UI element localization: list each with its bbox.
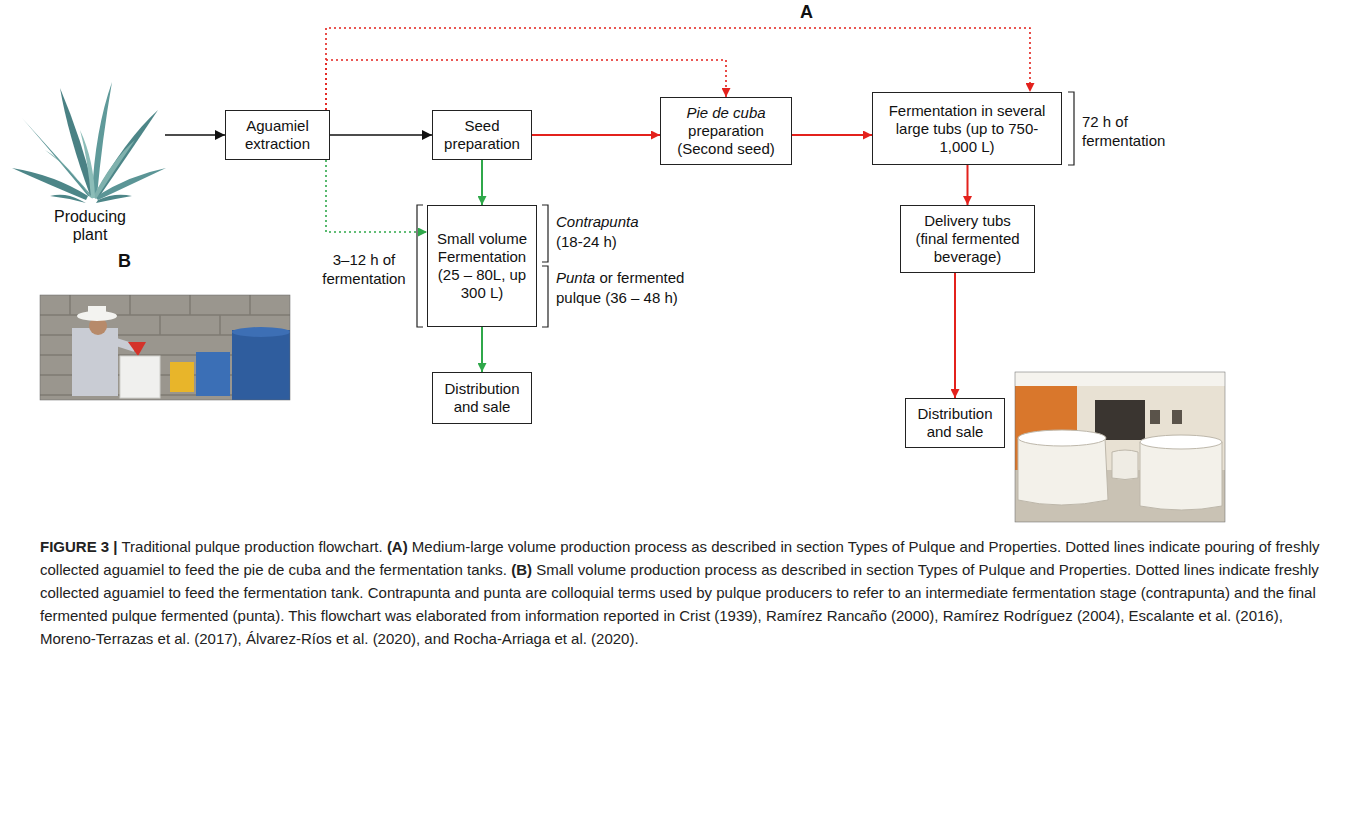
process-box: Delivery tubs (final fermented beverage)	[900, 205, 1035, 273]
label-group: Puntaor fermented pulque (36 – 48 h)	[556, 268, 706, 308]
flow-arrow	[330, 134, 432, 136]
caption-part: Traditional pulque production flowchart.	[118, 538, 387, 555]
box-label: Fermentation in several large tubs (up t…	[879, 102, 1055, 156]
box-label: Distribution and sale	[439, 380, 525, 416]
box-label: Producing plant	[43, 208, 138, 244]
annotation: Contrapunta	[556, 212, 639, 231]
producer-photo	[40, 295, 290, 400]
caption-part: (A)	[387, 538, 408, 555]
flow-arrow	[481, 160, 483, 205]
annotation: 3–12 h of fermentation	[316, 250, 412, 288]
tubs-photo	[1015, 372, 1225, 522]
box-label: Distribution and sale	[912, 405, 998, 441]
box-label: Small volume Fermentation (25 – 80L, up …	[434, 230, 530, 302]
annotation: 72 h of fermentation	[1082, 112, 1182, 150]
process-box: Fermentation in several large tubs (up t…	[872, 92, 1062, 165]
box-label: Aguamiel extraction	[232, 117, 323, 153]
process-box: Distribution and sale	[905, 398, 1005, 448]
box-label: Delivery tubs (final fermented beverage)	[907, 212, 1028, 266]
panel-letter: B	[118, 252, 131, 271]
agave-illustration	[12, 82, 166, 203]
process-box: Small volume Fermentation (25 – 80L, up …	[427, 205, 537, 327]
box-label: Seed preparation	[439, 117, 525, 153]
flow-arrow	[165, 134, 225, 136]
flow-arrow	[326, 160, 427, 232]
flow-arrow	[481, 327, 483, 372]
process-box: Seed preparation	[432, 110, 532, 160]
box-label: Pie de cuba	[686, 104, 765, 122]
annotation: (18-24 h)	[556, 232, 617, 251]
flow-arrow	[792, 134, 872, 136]
panel-letter: A	[800, 3, 813, 22]
process-box: Pie de cubapreparation (Second seed)	[660, 97, 792, 165]
annotation: Punta	[556, 269, 595, 286]
figure-caption: FIGURE 3 | Traditional pulque production…	[40, 535, 1320, 650]
caption-part: FIGURE 3 |	[40, 538, 118, 555]
bracket	[417, 92, 1074, 327]
flow-arrow	[532, 134, 660, 136]
flow-arrow	[954, 273, 956, 398]
illustration-node: Producing plant	[15, 80, 165, 250]
process-box: Distribution and sale	[432, 372, 532, 424]
caption-part: (B)	[511, 561, 532, 578]
flow-arrow	[967, 165, 969, 205]
box-label: preparation (Second seed)	[667, 122, 785, 158]
process-box: Aguamiel extraction	[225, 110, 330, 160]
